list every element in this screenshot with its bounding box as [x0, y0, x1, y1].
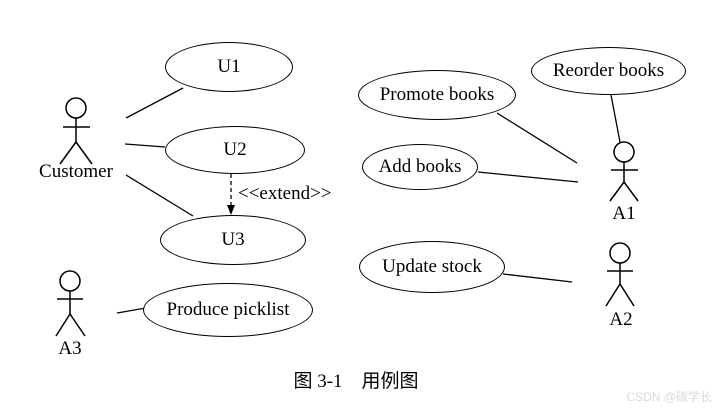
usecase-produce-picklist: Produce picklist — [143, 283, 313, 337]
usecase-reorder-books: Reorder books — [531, 47, 686, 95]
usecase-update-stock-label: Update stock — [382, 256, 482, 277]
actor-customer-label: Customer — [39, 161, 113, 182]
association-customer-u3 — [125, 174, 194, 217]
usecase-u3-label: U3 — [221, 229, 245, 250]
usecase-promote-books-label: Promote books — [379, 84, 495, 105]
usecase-u2: U2 — [165, 126, 305, 174]
usecase-u3: U3 — [160, 215, 306, 265]
actor-a3-figure — [55, 270, 86, 337]
actor-a2-figure — [605, 242, 635, 307]
usecase-u2-label: U2 — [223, 139, 247, 160]
actor-a1-label: A1 — [612, 203, 636, 224]
usecase-add-books-label: Add books — [378, 156, 462, 177]
extend-stereotype-label: <<extend>> — [238, 183, 332, 204]
usecase-u1-label: U1 — [217, 56, 241, 77]
association-customer-u1 — [125, 87, 184, 119]
usecase-reorder-books-label: Reorder books — [552, 60, 665, 81]
actor-a1-figure — [609, 141, 639, 202]
extend-arrow — [227, 174, 235, 215]
association-a3-produce-picklist — [116, 307, 147, 314]
watermark: CSDN @碳学长 — [626, 390, 712, 404]
association-reorder-books-a1 — [610, 94, 621, 143]
association-customer-u2 — [124, 143, 166, 148]
usecase-u1: U1 — [165, 42, 293, 92]
actor-a2-label: A2 — [609, 309, 633, 330]
association-promote-books-a1 — [496, 112, 578, 164]
figure-caption: 图 3-1 用例图 — [293, 371, 419, 392]
extend-arrowhead-icon — [227, 205, 235, 215]
usecase-add-books: Add books — [362, 144, 478, 190]
usecase-update-stock: Update stock — [359, 241, 505, 293]
usecase-promote-books: Promote books — [358, 70, 516, 120]
actor-a3-label: A3 — [58, 338, 82, 359]
usecase-produce-picklist-label: Produce picklist — [166, 299, 290, 320]
actor-customer-figure — [59, 97, 93, 165]
association-add-books-a1 — [477, 171, 579, 183]
association-update-stock-a2 — [502, 273, 573, 283]
